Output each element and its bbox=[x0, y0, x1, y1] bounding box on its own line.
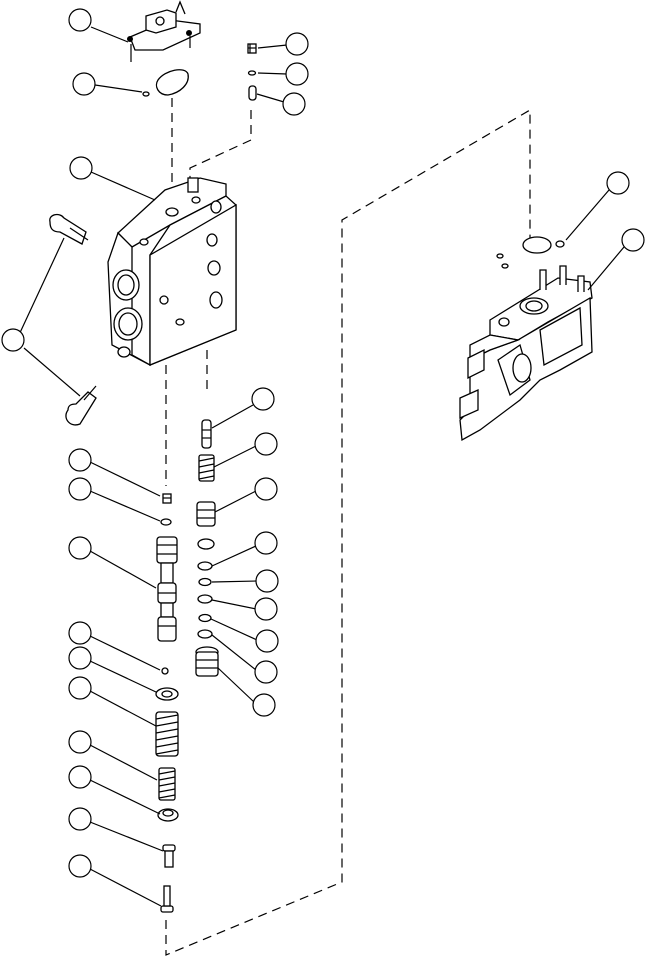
callout-balloon bbox=[621, 228, 645, 252]
callout-balloon bbox=[68, 536, 92, 560]
callout-balloon bbox=[68, 730, 92, 754]
callout-balloon bbox=[252, 693, 276, 717]
spring-seat-lower-part bbox=[157, 808, 179, 822]
plug-o-ring-part bbox=[160, 518, 172, 526]
plug-screw-part bbox=[162, 493, 172, 504]
relief-o-ring-b-part bbox=[197, 594, 213, 604]
cover-gasket-part bbox=[142, 69, 189, 97]
small-washer-part bbox=[247, 70, 257, 76]
callout-balloon bbox=[285, 62, 309, 86]
callout-balloon bbox=[254, 660, 278, 684]
callout-balloon bbox=[68, 765, 92, 789]
main-spool-part bbox=[156, 536, 178, 642]
cover-plate-part bbox=[127, 0, 201, 62]
callout-balloon bbox=[254, 477, 278, 501]
callout-balloon bbox=[68, 448, 92, 472]
dowel-pin-part bbox=[248, 85, 257, 101]
relief-backup-ring-a-part bbox=[198, 577, 212, 587]
callout-balloon bbox=[1, 328, 25, 352]
callout-balloon bbox=[255, 629, 279, 653]
spring-seat-upper-part bbox=[155, 687, 179, 701]
relief-plug-part bbox=[195, 646, 219, 677]
callout-balloons bbox=[1, 8, 645, 878]
outer-spring-part bbox=[155, 711, 179, 757]
callout-balloon bbox=[69, 156, 93, 180]
valve-housing-part bbox=[459, 265, 593, 442]
housing-gasket-part bbox=[496, 236, 565, 269]
valve-body-part bbox=[107, 177, 237, 367]
check-ball-part bbox=[161, 667, 169, 675]
callout-balloon bbox=[255, 569, 279, 593]
callout-balloon bbox=[68, 8, 92, 32]
relief-o-ring-c-part bbox=[197, 629, 213, 639]
inner-spring-part bbox=[158, 767, 176, 801]
callout-balloon bbox=[254, 597, 278, 621]
callout-balloon bbox=[68, 621, 92, 645]
long-bolt-part bbox=[160, 885, 174, 913]
callout-balloon bbox=[68, 807, 92, 831]
spool-bolt-part bbox=[162, 844, 176, 868]
callout-balloon bbox=[254, 432, 278, 456]
body-bolt-upper-part bbox=[49, 213, 89, 245]
relief-poppet-part bbox=[196, 501, 216, 550]
callout-balloon bbox=[282, 92, 306, 116]
callout-balloon bbox=[68, 477, 92, 501]
callout-balloon bbox=[251, 387, 275, 411]
callout-balloon bbox=[68, 646, 92, 670]
callout-balloon bbox=[606, 171, 630, 195]
relief-pin-part bbox=[201, 419, 212, 449]
body-bolt-lower-part bbox=[65, 385, 97, 426]
callout-balloon bbox=[68, 854, 92, 878]
relief-backup-ring-b-part bbox=[198, 613, 212, 623]
callout-balloon bbox=[285, 32, 309, 56]
relief-o-ring-a-part bbox=[197, 561, 213, 571]
relief-spring-part bbox=[198, 454, 215, 482]
callout-balloon bbox=[68, 676, 92, 700]
small-screw-part bbox=[247, 43, 257, 54]
leader-lines bbox=[17, 26, 625, 907]
callout-balloon bbox=[254, 531, 278, 555]
callout-balloon bbox=[72, 72, 96, 96]
